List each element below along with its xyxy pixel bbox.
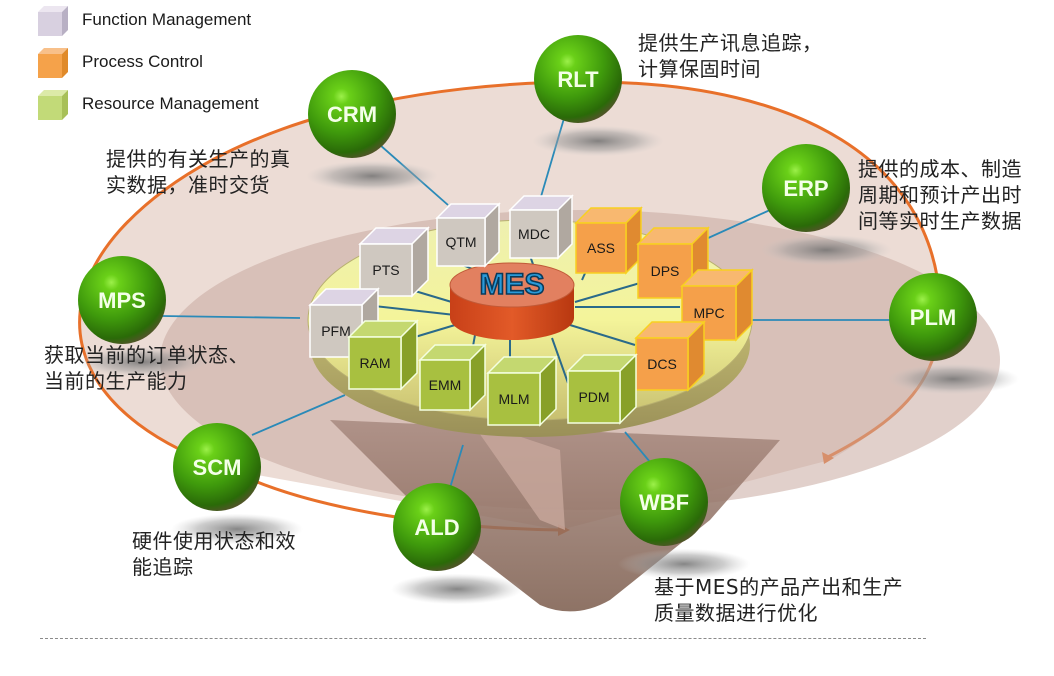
cube-label: EMM [429,377,462,393]
cube-ram: RAM [347,319,419,391]
note-line: 实数据，准时交货 [106,173,270,197]
legend-label: Resource Management [82,94,259,113]
system-label: CRM [327,102,377,127]
cube-label: ASS [587,240,615,256]
cube-dps: DPS [636,226,710,300]
sphere-icon [308,70,396,158]
note-scm: 硬件使用状态和效 能追踪 [132,528,296,580]
dashed-divider [40,638,926,639]
system-erp: ERP [760,144,892,266]
sphere-shadow [391,573,523,605]
legend-item-function: Function Management [36,4,296,36]
cube-label: QTM [445,234,476,250]
cube-icon [38,48,68,78]
note-line: 能追踪 [132,555,194,579]
system-label: PLM [910,305,956,330]
system-mps: MPS [76,256,208,378]
system-wbf: WBF [618,458,750,580]
system-plm: PLM [887,273,1019,395]
sphere-icon [393,483,481,571]
legend-label: Function Management [82,10,252,29]
note-line: 获取当前的订单状态、 [44,343,249,367]
system-label: WBF [639,490,689,515]
cube-label: DPS [651,263,680,279]
note-erp: 提供的成本、制造 周期和预计产出时 间等实时生产数据 [858,156,1022,234]
note-line: 周期和预计产出时 [858,183,1022,207]
mes-label: MES [479,268,544,301]
note-wbf: 基于MES的产品产出和生产 质量数据进行优化 [654,574,903,626]
cube-pts: PTS [358,226,430,298]
note-line: 质量数据进行优化 [654,601,818,625]
sphere-icon [173,423,261,511]
cube-label: MLM [498,391,529,407]
note-mps: 获取当前的订单状态、 当前的生产能力 [44,342,249,394]
sphere-icon [620,458,708,546]
sphere-shadow [76,346,208,378]
cube-qtm: QTM [435,202,501,268]
cube-label: PDM [578,389,609,405]
legend-item-process: Process Control [36,46,296,78]
system-crm: CRM [306,70,438,192]
note-crm: 提供的有关生产的真 实数据，准时交货 [106,146,291,198]
cube-label: PTS [372,262,399,278]
sphere-shadow [618,548,750,580]
note-rlt: 提供生产讯息追踪， 计算保固时间 [638,30,823,82]
note-line: 提供的成本、制造 [858,157,1022,181]
system-scm: SCM [171,423,303,545]
cube-dcs: DCS [634,320,706,392]
system-label: ERP [783,176,828,201]
sphere-icon [762,144,850,232]
system-label: RLT [557,67,599,92]
note-line: 计算保固时间 [638,57,761,81]
cube-mlm: MLM [486,355,558,427]
cube-label: DCS [647,356,677,372]
system-label: MPS [98,288,146,313]
cube-mdc: MDC [508,194,574,260]
sphere-icon [889,273,977,361]
cube-label: PFM [321,323,351,339]
note-line: 间等实时生产数据 [858,209,1022,233]
cube-icon [38,6,68,36]
legend-label: Process Control [82,52,203,71]
sphere-shadow [532,125,664,157]
cube-icon [38,90,68,120]
system-label: ALD [414,515,459,540]
mes-core: MES [449,262,575,340]
cube-label: MDC [518,226,550,242]
note-line: 硬件使用状态和效 [132,529,296,553]
cube-label: MPC [693,305,724,321]
cube-emm: EMM [418,343,487,412]
legend-item-resource: Resource Management [36,88,296,120]
cube-ass: ASS [574,206,643,275]
note-line: 提供的有关生产的真 [106,147,291,171]
cube-label: RAM [359,355,390,371]
system-spheres: CRM RLT ERP MPS PLM SCM ALD WBF [76,35,1019,605]
note-line: 基于MES的产品产出和生产 [654,575,904,599]
note-line: 提供生产讯息追踪， [638,31,823,55]
sphere-shadow [306,160,438,192]
sphere-icon [78,256,166,344]
sphere-shadow [760,234,892,266]
system-ald: ALD [391,483,523,605]
module-cubes: QTM MDC PTS PFM ASS DPS MPC DCS RAM EMM MLM PDM [308,194,754,427]
system-rlt: RLT [532,35,664,157]
system-label: SCM [193,455,242,480]
funnel-facet [470,420,565,530]
cube-pdm: PDM [566,353,638,425]
sphere-shadow [887,363,1019,395]
note-line: 当前的生产能力 [44,369,188,393]
sphere-icon [534,35,622,123]
sphere-shadow [171,513,303,545]
